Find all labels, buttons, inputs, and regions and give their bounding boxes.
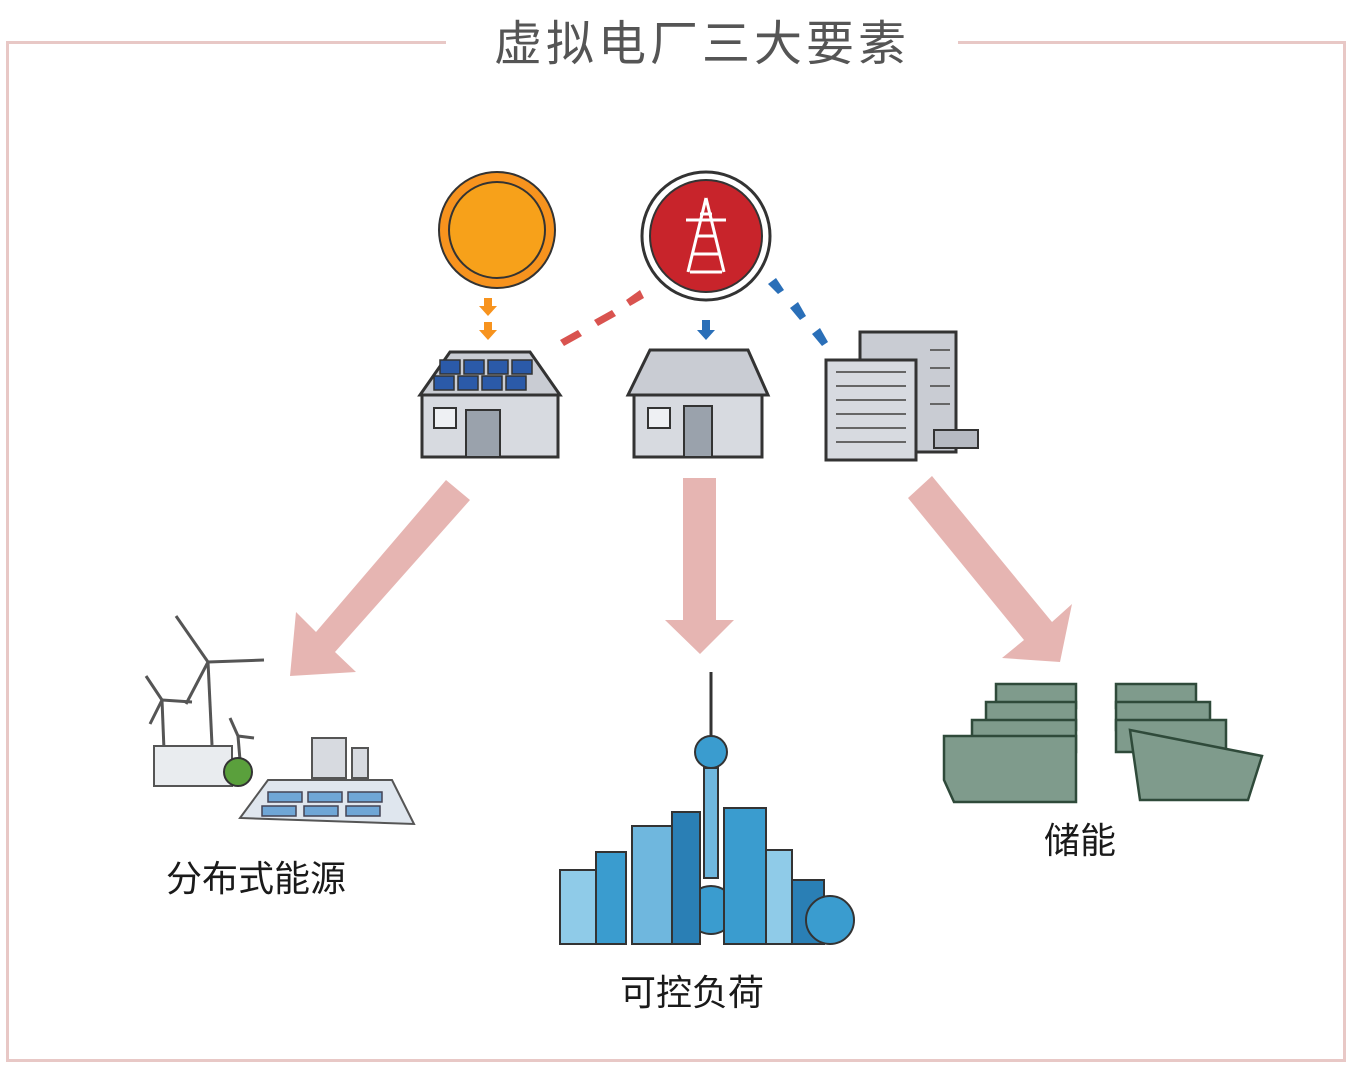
- office-building-icon: [824, 330, 979, 462]
- distributed-energy-label: 分布式能源: [166, 859, 347, 900]
- energy-storage-icon: [942, 682, 1264, 804]
- big-arrow-right: [908, 476, 1072, 662]
- power-grid-icon: [640, 170, 772, 302]
- distributed-energy-icon: [144, 615, 416, 826]
- house-icon: [625, 348, 771, 459]
- diagram-frame: [6, 42, 1346, 1062]
- energy-storage-label: 储能: [1044, 821, 1117, 862]
- big-arrow-left: [290, 480, 470, 676]
- sun-flow-arrows: [479, 298, 497, 340]
- city-skyline-icon: [559, 672, 855, 945]
- big-arrow-down: [665, 478, 734, 654]
- red-flow-arrows: [560, 290, 644, 346]
- blue-flow-arrows: [697, 278, 828, 346]
- frame-top-right-line: [958, 41, 1346, 44]
- solar-house-icon: [417, 350, 563, 459]
- diagram-title: 虚拟电厂三大要素: [493, 16, 910, 72]
- sun-icon: [438, 171, 556, 289]
- frame-top-left-line: [6, 41, 446, 44]
- controllable-load-label: 可控负荷: [620, 973, 765, 1014]
